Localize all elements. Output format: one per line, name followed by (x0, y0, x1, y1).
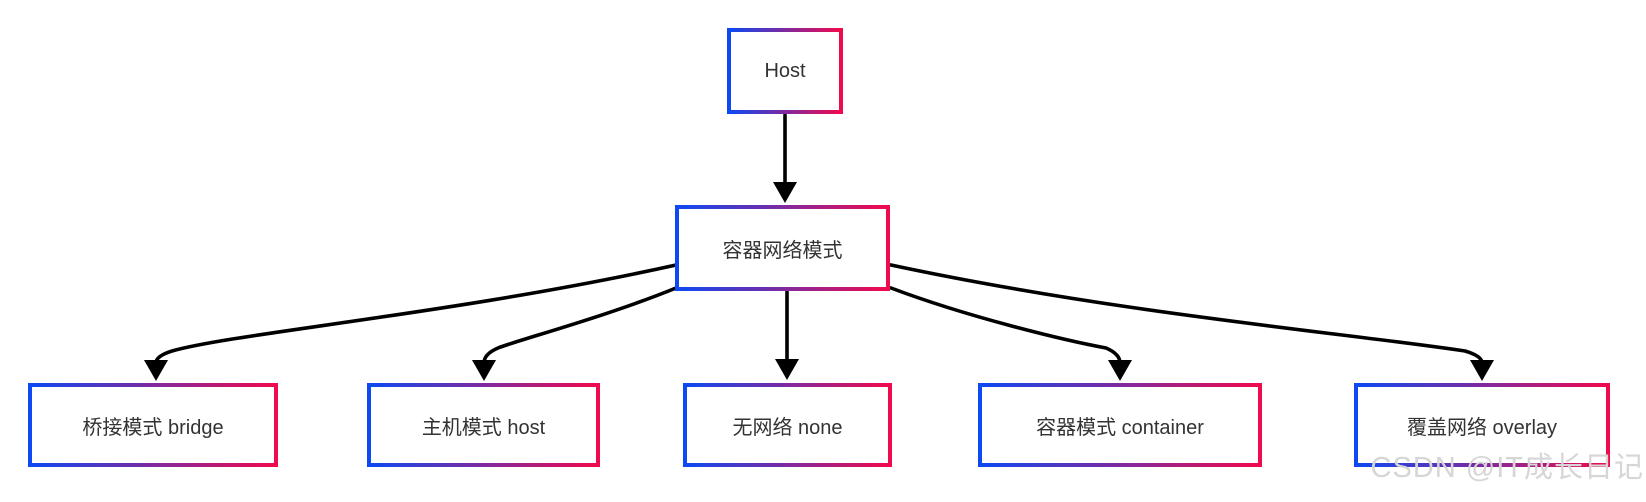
arrow-central-to-container (889, 286, 1132, 381)
node-overlay-network: 覆盖网络 overlay (1354, 383, 1610, 467)
node-container-mode-label: 容器模式 container (1036, 416, 1204, 439)
csdn-watermark: CSDN @IT成长日记 (1370, 452, 1644, 484)
arrow-central-to-host-mode (472, 286, 678, 381)
arrow-central-to-none (775, 290, 799, 380)
node-host-mode: 主机模式 host (367, 383, 600, 467)
node-none-network: 无网络 none (683, 383, 892, 467)
node-container-network-mode-label: 容器网络模式 (722, 239, 843, 262)
node-none-network-label: 无网络 none (732, 416, 843, 439)
node-host-mode-label: 主机模式 host (421, 416, 546, 439)
node-host: Host (727, 28, 843, 114)
node-container-network-mode: 容器网络模式 (675, 205, 890, 291)
node-overlay-network-label: 覆盖网络 overlay (1406, 416, 1558, 439)
node-bridge-mode: 桥接模式 bridge (28, 383, 278, 467)
node-container-mode: 容器模式 container (978, 383, 1262, 467)
arrow-host-to-central (773, 113, 797, 203)
arrow-central-to-bridge (144, 263, 678, 381)
node-bridge-mode-label: 桥接模式 bridge (82, 416, 224, 439)
arrow-central-to-overlay (889, 263, 1494, 381)
node-host-label: Host (764, 59, 806, 82)
